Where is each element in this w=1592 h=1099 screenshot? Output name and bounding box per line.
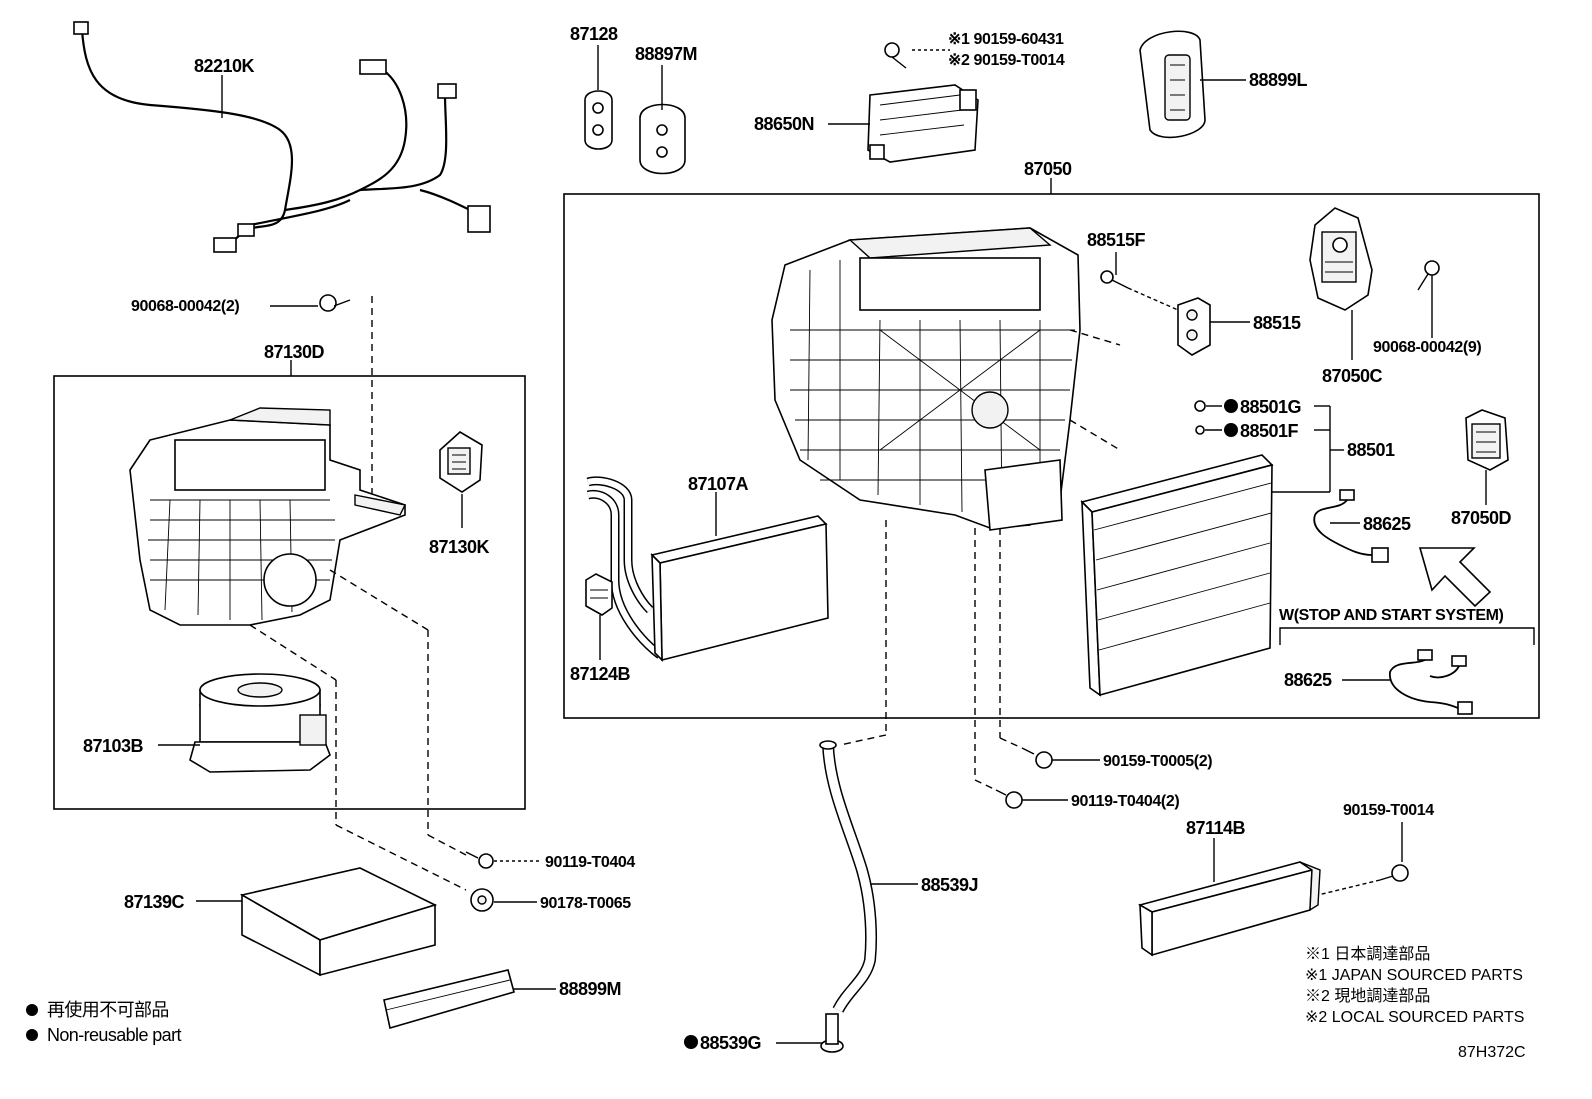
blower-unit-label: 87130D [264,342,325,362]
filter-label: 87139C [124,892,185,912]
screw-t0404-label: 90119-T0404 [545,854,635,871]
wire-harness-drawing [73,21,491,253]
note-1-jp: ※1 日本調達部品 [1305,945,1430,963]
oring-f-label: 88501F [1240,421,1299,441]
stop-start-label: W(STOP AND START SYSTEM) [1279,607,1504,624]
drain-hose-drawing [819,740,878,1013]
clip-drawing [584,90,613,150]
figure-id: 87H372C [1458,1044,1526,1061]
screw-t0005-label: 90159-T0005(2) [1103,753,1212,770]
direction-arrow [1418,547,1492,608]
expansion-valve-label: 88515 [1253,313,1301,333]
ecu-label: 88650N [754,114,814,134]
grommet-drawing [639,103,686,175]
bolt-right-drawing [1417,260,1440,291]
blower-motor-label: 87103B [83,736,144,756]
legend-dot-en [26,1029,38,1041]
valve-bolt-label: 88515F [1087,230,1146,250]
ecu-screw-note-1: ※1 90159-60431 [948,31,1064,48]
oring-f-drawing [1195,425,1222,435]
screw-t0404-2-label: 90119-T0404(2) [1071,793,1179,810]
oring-g-drawing [1194,400,1222,412]
evaporator-drawing [1080,454,1274,697]
drain-grommet-drawing [820,1013,844,1053]
ecu-screw-note-2: ※2 90159-T0014 [948,52,1065,69]
clip-label: 87128 [570,24,618,44]
filter-drawing [239,867,438,977]
oring-g-dot [1224,399,1238,413]
screw-t0404-drawing [465,851,494,869]
actuator-drawing [1465,409,1509,471]
cover-label: 88899M [559,979,621,999]
legend-en: Non-reusable part [47,1025,181,1045]
thermistor-ss-drawing [1389,649,1473,715]
screw-t0014-drawing [1379,864,1409,882]
heater-ptc-drawing [1137,861,1321,957]
unit-assy-drawing [771,227,1081,531]
blower-unit-drawing [129,407,407,626]
unit-assy-label: 87050 [1024,159,1072,179]
note-2-jp: ※2 現地調達部品 [1305,987,1430,1005]
bolt-left-label: 90068-00042(2) [131,298,239,315]
cover-drawing [383,969,515,1030]
thermistor-label: 88625 [1363,514,1411,534]
nut-t0065-label: 90178-T0065 [540,895,631,912]
drain-grommet-label: 88539G [700,1033,761,1053]
bolt-left-drawing [319,294,351,312]
evaporator-label: 88501 [1347,440,1395,460]
resistor-label: 87130K [429,537,490,557]
register-label: 88899L [1249,70,1308,90]
heater-core-label: 87107A [688,474,749,494]
servo-label: 87050C [1322,366,1383,386]
note-1-en: ※1 JAPAN SOURCED PARTS [1305,967,1523,984]
nut-t0065-drawing [470,888,494,912]
valve-bolt-drawing [1100,270,1129,289]
drain-grommet-dot [684,1035,698,1049]
register-drawing [1139,30,1206,139]
drain-hose-label: 88539J [921,875,978,895]
ecu-drawing [867,42,979,163]
core-clamp-label: 87124B [570,664,631,684]
legend-jp: 再使用不可部品 [47,1000,169,1020]
wire-harness-label: 82210K [194,56,255,76]
blower-unit-group-box [53,375,526,810]
oring-g-label: 88501G [1240,397,1301,417]
legend-dot-jp [26,1004,38,1016]
stop-start-bracket [1279,627,1535,645]
heater-core-drawing [586,476,829,662]
screw-t0014-label: 90159-T0014 [1343,802,1434,819]
screw-t0404-2-drawing [995,789,1023,809]
thermistor-ss-label: 88625 [1284,670,1332,690]
core-clamp-drawing [585,573,613,616]
actuator-label: 87050D [1451,508,1512,528]
servo-drawing [1309,207,1373,311]
screw-t0005-drawing [1021,747,1053,769]
bolt-right-label: 90068-00042(9) [1373,339,1481,356]
oring-f-dot [1224,423,1238,437]
expansion-valve-drawing [1177,297,1211,356]
note-2-en: ※2 LOCAL SOURCED PARTS [1305,1009,1524,1026]
heater-ptc-label: 87114B [1186,818,1246,838]
blower-motor-drawing [189,673,331,773]
resistor-drawing [439,431,483,493]
thermistor-drawing [1313,489,1389,563]
grommet-label: 88897M [635,44,697,64]
